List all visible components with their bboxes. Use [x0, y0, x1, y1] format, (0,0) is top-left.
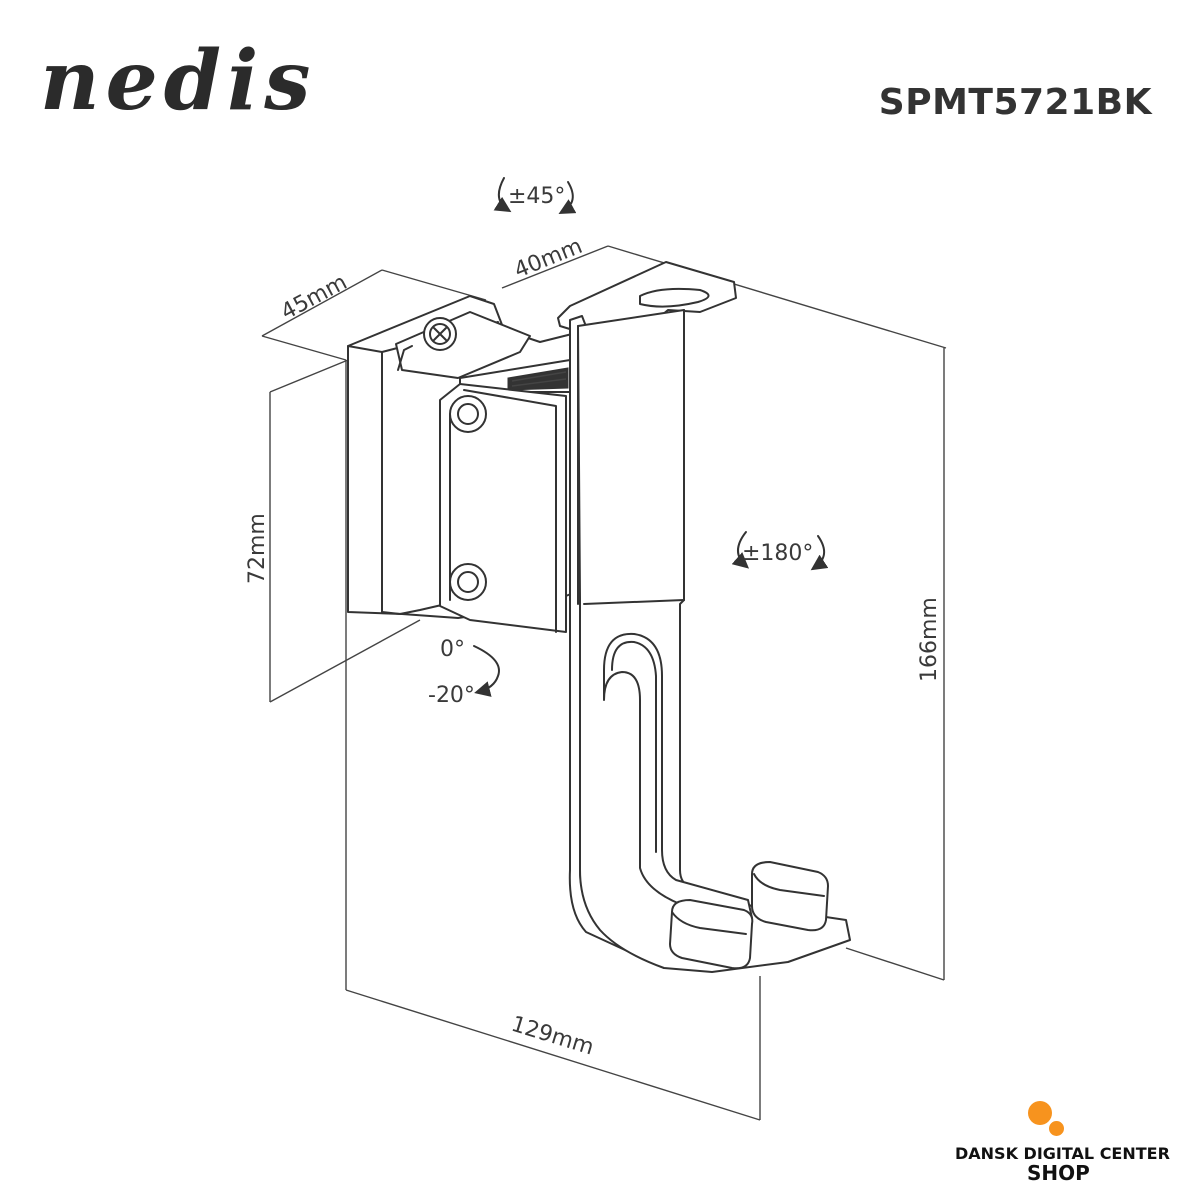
- hinge-top: [395, 311, 531, 379]
- tilt-max-label: 0°: [440, 637, 465, 662]
- rotate-label: ±180°: [742, 541, 813, 566]
- swivel-rotation-indicator: [493, 177, 577, 214]
- dim-total-height: 166mm: [917, 597, 942, 682]
- dim-top-width: 40mm: [511, 234, 586, 284]
- dim-side-height: 72mm: [245, 513, 270, 584]
- dim-total-depth: 129mm: [508, 1012, 596, 1061]
- swivel-label: ±45°: [508, 184, 565, 209]
- dim-top-depth: 45mm: [277, 270, 351, 325]
- front-plate: [439, 383, 567, 633]
- rubber-pad-rear: [751, 861, 829, 932]
- shop-logo: DANSK DIGITAL CENTER SHOP: [955, 1095, 1190, 1185]
- model-number: SPMT5721BK: [878, 82, 1152, 123]
- rotate-rotation-indicator: [731, 531, 829, 571]
- tilt-rotation-indicator: [473, 645, 500, 697]
- logo-dot-small: [1049, 1121, 1064, 1136]
- shop-name-line1: DANSK DIGITAL CENTER: [955, 1144, 1170, 1163]
- speaker-bracket: [557, 261, 851, 973]
- brand-logo: nedis: [40, 33, 317, 129]
- tilt-min-label: -20°: [428, 683, 475, 708]
- shop-name-line2: SHOP: [1027, 1161, 1090, 1185]
- logo-dot-large: [1028, 1101, 1052, 1125]
- rubber-pad-front: [669, 899, 754, 970]
